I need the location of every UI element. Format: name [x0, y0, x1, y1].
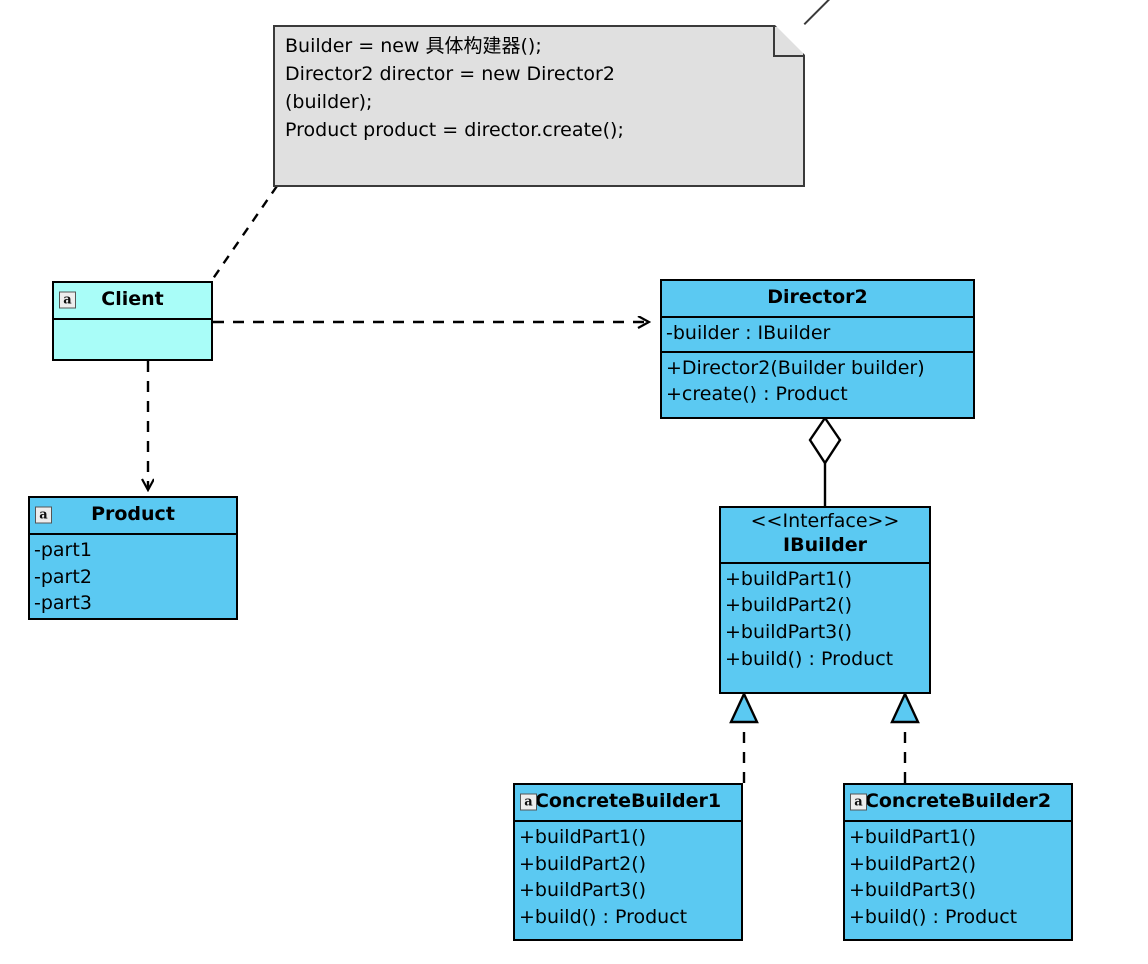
operation-item: +buildPart3()	[849, 879, 977, 902]
class-attributes-director2: -builder : IBuilder	[662, 318, 973, 351]
operation-item: +Director2(Builder builder)	[666, 356, 925, 379]
class-operations-concretebuilder1: +buildPart1() +buildPart2() +buildPart3(…	[515, 822, 741, 936]
class-title-product: a Product	[30, 498, 236, 535]
class-title-director2: Director2	[662, 281, 973, 318]
operation-item: +build() : Product	[849, 906, 1018, 929]
operation-item: +build() : Product	[725, 648, 894, 671]
realization-triangle-cb2-icon	[890, 691, 920, 724]
class-name-director2: Director2	[767, 286, 868, 308]
note-fold-edge-vertical	[773, 25, 775, 57]
attribute-item: -part1	[34, 538, 92, 561]
attribute-item: -part3	[34, 592, 92, 615]
class-attributes-product: -part1 -part2 -part3	[30, 535, 236, 622]
class-title-concretebuilder2: a ConcreteBuilder2	[845, 785, 1071, 822]
class-name-concretebuilder2: ConcreteBuilder2	[864, 790, 1052, 812]
class-operations-director2: +Director2(Builder builder) +create() : …	[662, 350, 973, 413]
class-name-product: Product	[91, 503, 175, 525]
operation-item: +buildPart2()	[725, 594, 853, 617]
class-marker-a-icon: a	[59, 291, 76, 309]
class-box-director2[interactable]: Director2 -builder : IBuilder +Director2…	[660, 279, 975, 419]
class-title-ibuilder: <<Interface>> IBuilder	[721, 508, 929, 564]
attribute-item: -builder : IBuilder	[666, 321, 831, 344]
class-title-concretebuilder1: a ConcreteBuilder1	[515, 785, 741, 822]
operation-item: +buildPart2()	[519, 852, 647, 875]
class-operations-ibuilder: +buildPart1() +buildPart2() +buildPart3(…	[721, 564, 929, 678]
class-box-concretebuilder2[interactable]: a ConcreteBuilder2 +buildPart1() +buildP…	[843, 783, 1073, 941]
note-fold-icon	[775, 25, 805, 55]
aggregation-diamond-icon	[808, 415, 842, 466]
note-text: Builder = new 具体构建器(); Director2 directo…	[285, 35, 624, 141]
operation-item: +create() : Product	[666, 383, 848, 406]
class-name-concretebuilder1: ConcreteBuilder1	[534, 790, 722, 812]
operation-item: +buildPart1()	[725, 567, 853, 590]
class-stereotype-ibuilder: <<Interface>>	[750, 510, 900, 532]
note-fold-diagonal	[803, 0, 836, 25]
note-fold-edge-horizontal	[773, 55, 805, 57]
class-box-ibuilder[interactable]: <<Interface>> IBuilder +buildPart1() +bu…	[719, 506, 931, 694]
operation-item: +buildPart3()	[519, 879, 647, 902]
realization-triangle-cb1-icon	[729, 691, 759, 724]
operation-item: +buildPart1()	[519, 825, 647, 848]
class-marker-a-icon: a	[520, 793, 537, 811]
class-operations-concretebuilder2: +buildPart1() +buildPart2() +buildPart3(…	[845, 822, 1071, 936]
class-name-ibuilder: IBuilder	[783, 533, 867, 556]
attribute-item: -part2	[34, 565, 92, 588]
class-name-client: Client	[101, 288, 164, 310]
class-box-product[interactable]: a Product -part1 -part2 -part3	[28, 496, 238, 620]
operation-item: +buildPart3()	[725, 621, 853, 644]
class-box-client[interactable]: a Client	[52, 281, 213, 361]
note-anchor-line	[209, 185, 278, 284]
operation-item: +buildPart1()	[849, 825, 977, 848]
class-title-client: a Client	[54, 283, 211, 320]
operation-item: +buildPart2()	[849, 852, 977, 875]
class-marker-a-icon: a	[35, 506, 52, 524]
operation-item: +build() : Product	[519, 906, 688, 929]
class-members-client	[54, 320, 211, 364]
class-box-concretebuilder1[interactable]: a ConcreteBuilder1 +buildPart1() +buildP…	[513, 783, 743, 941]
client-code-note[interactable]: Builder = new 具体构建器(); Director2 directo…	[273, 0, 836, 187]
class-marker-a-icon: a	[850, 793, 867, 811]
